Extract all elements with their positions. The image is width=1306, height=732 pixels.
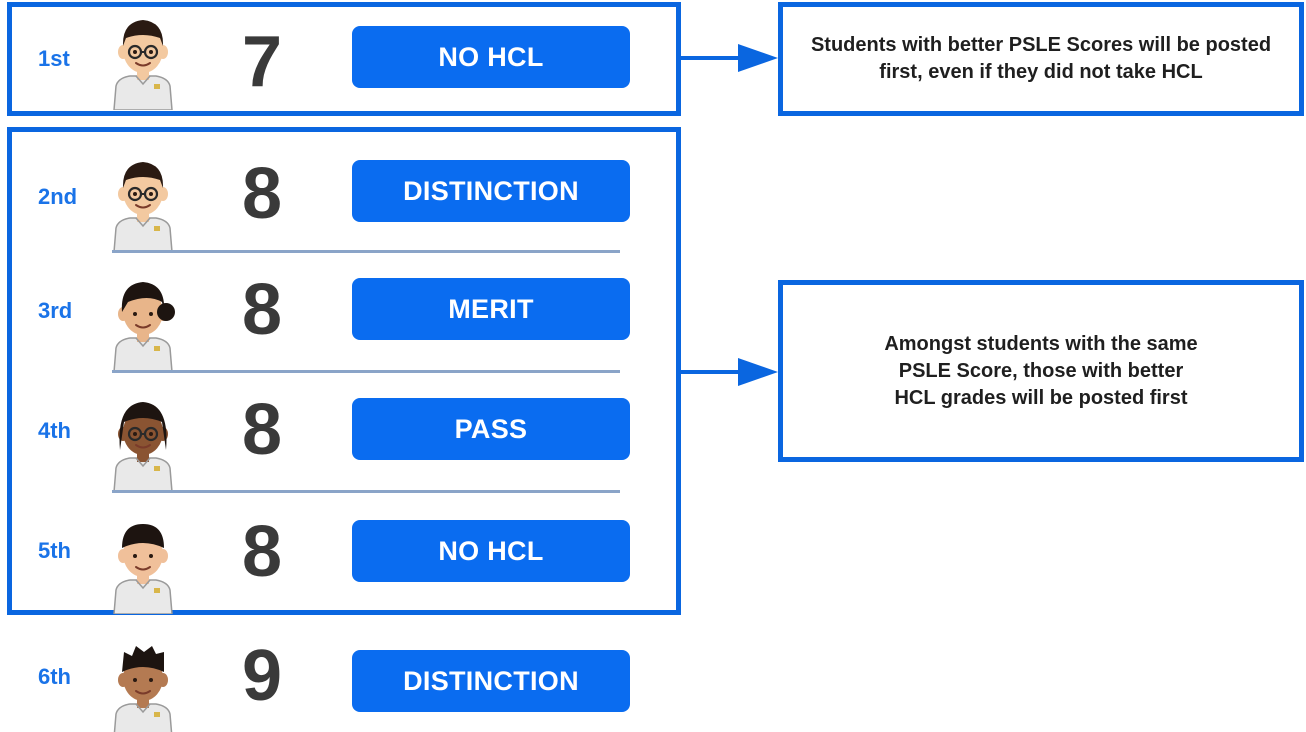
hcl-grade-badge: DISTINCTION bbox=[352, 160, 630, 222]
psle-score: 8 bbox=[241, 512, 283, 592]
student-avatar-icon bbox=[113, 20, 173, 110]
rank-label: 5th bbox=[38, 538, 71, 563]
hcl-grade-badge: MERIT bbox=[352, 278, 630, 340]
student-avatar-icon bbox=[113, 162, 173, 252]
row-divider bbox=[112, 250, 620, 253]
note-text: Students with better PSLE Scores will be… bbox=[810, 34, 1272, 83]
hcl-grade-badge: NO HCL bbox=[352, 520, 630, 582]
hcl-grade-badge: DISTINCTION bbox=[352, 650, 630, 712]
student-avatar-icon bbox=[113, 524, 173, 614]
student-avatar-icon bbox=[113, 282, 175, 372]
rank-row-5: 5th 8 NO HCL bbox=[0, 490, 650, 614]
row-divider bbox=[112, 490, 620, 493]
psle-score: 7 bbox=[241, 22, 283, 102]
rank-label: 3rd bbox=[38, 298, 73, 323]
psle-score: 8 bbox=[241, 390, 283, 470]
row-divider bbox=[112, 370, 620, 373]
psle-score: 8 bbox=[241, 270, 283, 350]
rank-row-3: 3rd 8 MERIT bbox=[0, 250, 650, 372]
rank-row-2: 2nd 8 DISTINCTION bbox=[0, 130, 650, 252]
arrow-right-icon bbox=[680, 358, 778, 386]
note-better-psle-score: Students with better PSLE Scores will be… bbox=[778, 2, 1304, 116]
student-avatar-icon bbox=[113, 646, 173, 732]
student-avatar-icon bbox=[113, 402, 173, 492]
rank-label: 4th bbox=[38, 418, 71, 443]
psle-score: 8 bbox=[241, 154, 283, 234]
hcl-grade-badge: NO HCL bbox=[352, 26, 630, 88]
note-text: Amongst students with the same PSLE Scor… bbox=[884, 332, 1198, 409]
hcl-grade-badge: PASS bbox=[352, 398, 630, 460]
rank-row-4: 4th 8 PASS bbox=[0, 370, 650, 492]
rank-label: 1st bbox=[38, 46, 70, 71]
psle-score: 9 bbox=[241, 636, 283, 716]
note-same-psle-score: Amongst students with the same PSLE Scor… bbox=[778, 280, 1304, 462]
arrow-right-icon bbox=[680, 44, 778, 72]
rank-label: 2nd bbox=[38, 184, 78, 209]
rank-row-1: 1st 7 NO HCL bbox=[0, 0, 650, 120]
rank-row-6: 6th 9 DISTINCTION bbox=[0, 620, 650, 732]
rank-label: 6th bbox=[38, 664, 71, 689]
